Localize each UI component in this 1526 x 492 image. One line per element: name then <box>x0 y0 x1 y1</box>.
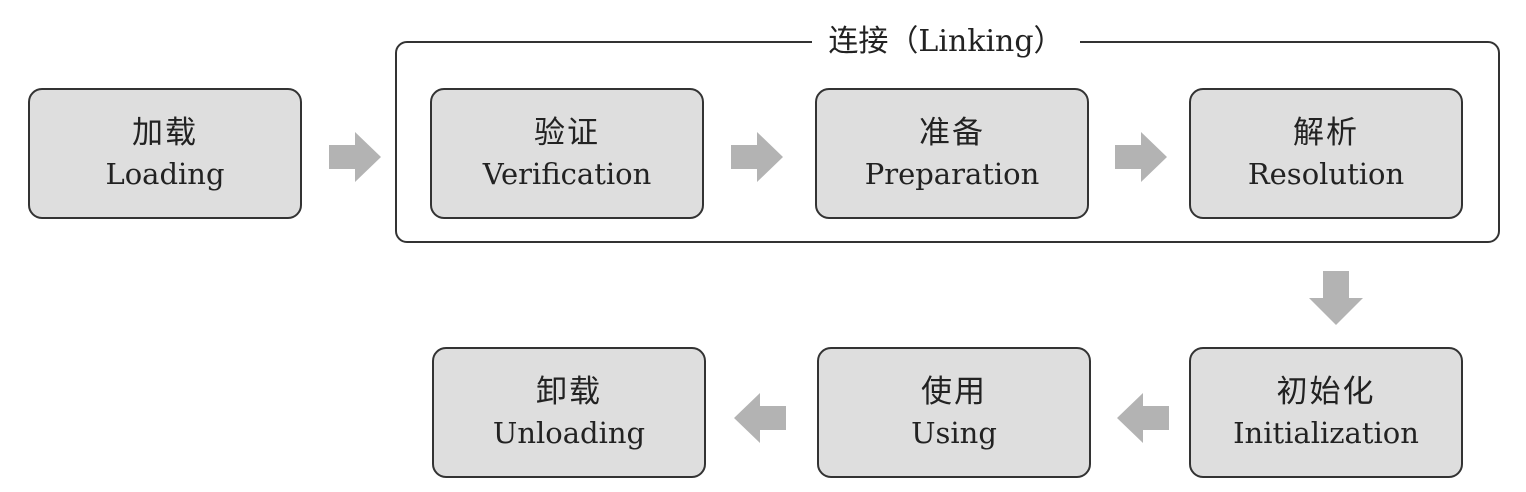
stage-resolution-en: Resolution <box>1247 156 1405 191</box>
stage-loading-en: Loading <box>105 156 225 191</box>
stage-resolution-zh: 解析 <box>1293 114 1359 151</box>
stage-preparation-zh: 准备 <box>919 114 985 151</box>
linking-group-title: 连接（Linking） <box>812 22 1080 62</box>
stage-verification: 验证 Verification <box>430 88 704 219</box>
arrow-down-icon <box>1309 271 1363 325</box>
stage-resolution: 解析 Resolution <box>1189 88 1463 219</box>
stage-initialization-zh: 初始化 <box>1276 373 1376 410</box>
stage-preparation-en: Preparation <box>864 156 1040 191</box>
arrow-right-icon <box>329 132 381 182</box>
stage-using: 使用 Using <box>817 347 1091 478</box>
stage-initialization-en: Initialization <box>1233 415 1419 450</box>
arrow-right-icon <box>1115 132 1167 182</box>
stage-preparation: 准备 Preparation <box>815 88 1089 219</box>
stage-loading-zh: 加载 <box>132 114 198 151</box>
stage-verification-en: Verification <box>482 156 652 191</box>
stage-unloading-en: Unloading <box>492 415 646 450</box>
arrow-right-icon <box>731 132 783 182</box>
stage-using-zh: 使用 <box>921 373 987 410</box>
stage-loading: 加载 Loading <box>28 88 302 219</box>
stage-initialization: 初始化 Initialization <box>1189 347 1463 478</box>
arrow-left-icon <box>734 393 786 443</box>
stage-unloading-zh: 卸载 <box>536 373 602 410</box>
stage-using-en: Using <box>911 415 997 450</box>
stage-verification-zh: 验证 <box>534 114 600 151</box>
stage-unloading: 卸载 Unloading <box>432 347 706 478</box>
arrow-left-icon <box>1117 393 1169 443</box>
